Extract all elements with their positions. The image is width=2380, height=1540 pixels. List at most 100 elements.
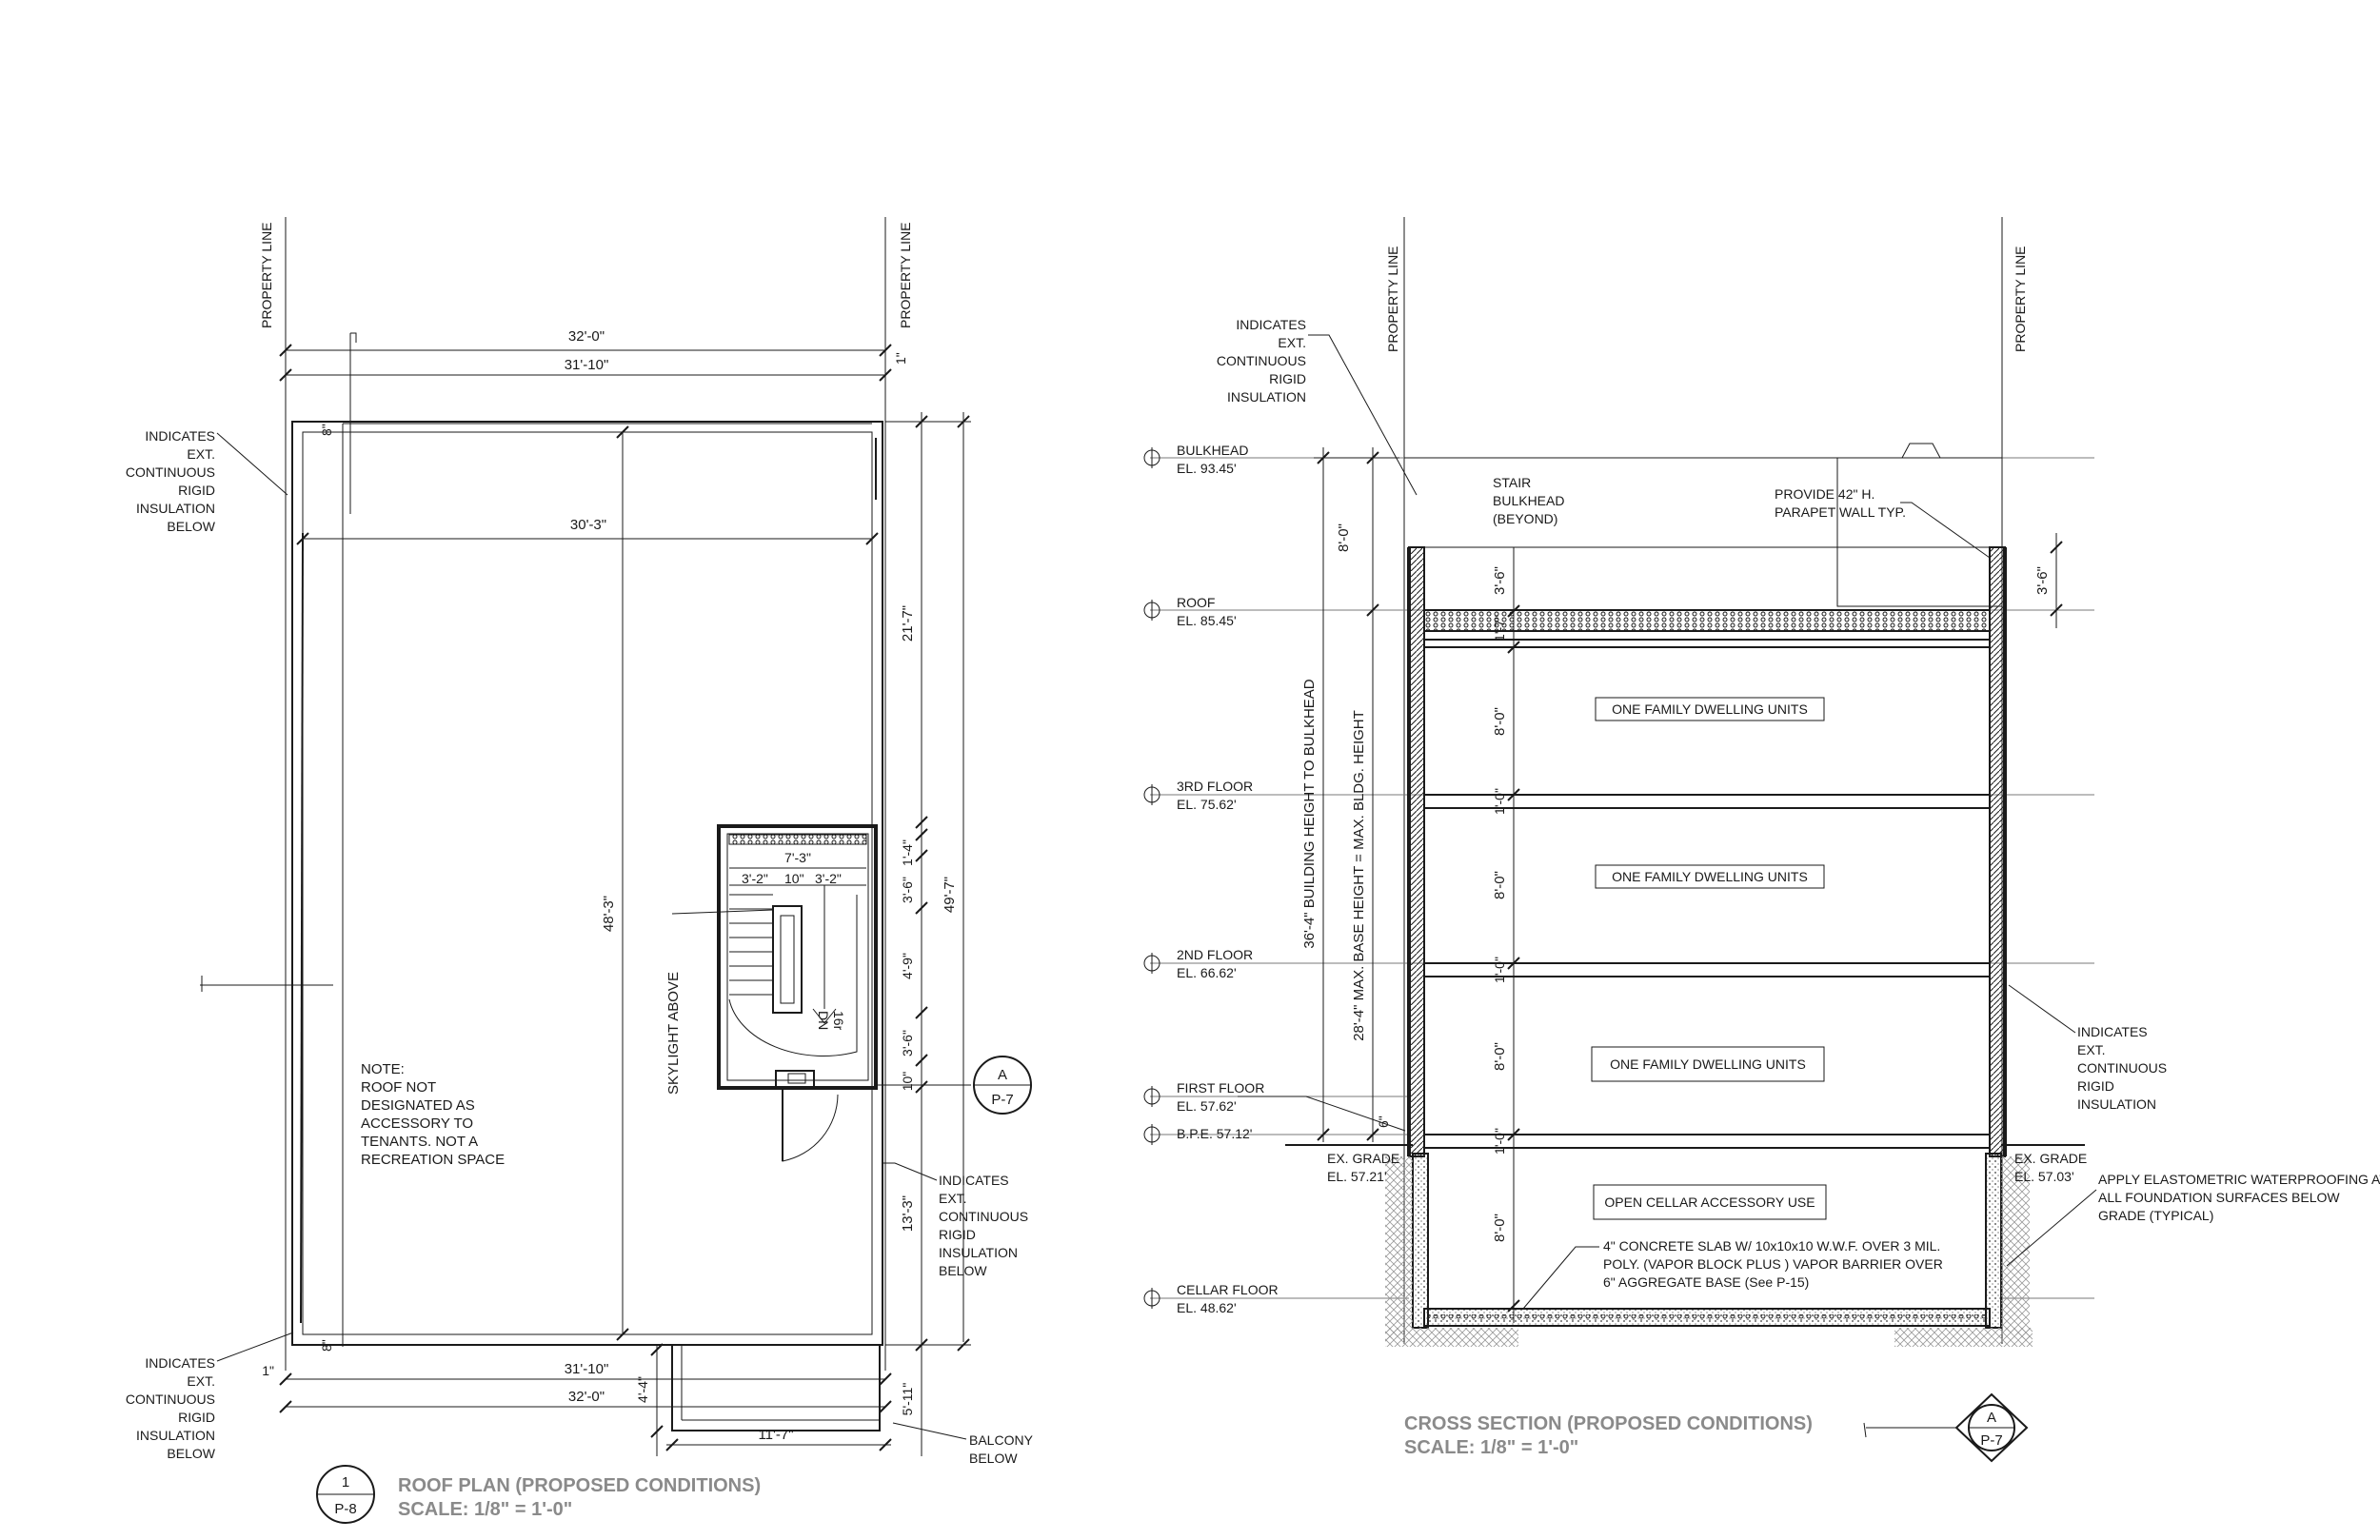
dim-base-height: 28'-4" MAX. BASE HEIGHT = MAX. BLDG. HEI… (1351, 710, 1367, 1041)
section-marker-letter: A (998, 1067, 1007, 1083)
dim-parapet-inner: 3'-6" (1492, 566, 1508, 595)
dim-balcony-width: 11'-7" (758, 1427, 793, 1443)
stair-h3-dim: 4'-9" (900, 953, 915, 979)
note-line: BULKHEAD (1493, 493, 1564, 508)
note-line: RIGID (2077, 1078, 2114, 1094)
room-label-2nd: ONE FAMILY DWELLING UNITS (1612, 869, 1808, 884)
balcony-label-2: BELOW (969, 1451, 1018, 1466)
cs-marker-sheet: P-7 (1980, 1432, 2002, 1449)
dim-parapet-outer: 3'-6" (2034, 566, 2051, 595)
dim-right-upper: 21'-7" (900, 605, 916, 642)
stair-treads (729, 894, 773, 996)
roof-plan: PROPERTY LINE PROPERTY LINE 32'-0" 31'-1… (126, 217, 1034, 1524)
cs-title-block: CROSS SECTION (PROPOSED CONDITIONS) SCAL… (1404, 1392, 2029, 1463)
level-markers: BULKHEAD EL. 93.45' ROOF EL. 85.45' 3RD … (1143, 443, 1279, 1315)
note-line: ALL FOUNDATION SURFACES BELOW (2098, 1190, 2340, 1205)
dim-small-1-left: 1" (262, 1363, 274, 1378)
stair-enclosure: 16r DN 7'-3" 3'-2" 10" 3'-2" (717, 824, 878, 1162)
note-line: INSULATION (1227, 389, 1306, 405)
roof-outline-outer (291, 421, 883, 1346)
stair-curve (728, 895, 858, 1056)
dim-mid-width: 30'-3" (570, 517, 606, 533)
insulation-note-bottom-left: INDICATES EXT. CONTINUOUS RIGID INSULATI… (126, 1332, 294, 1461)
waterproofing-note: APPLY ELASTOMETRIC WATERPROOFING AT ALL … (2006, 1172, 2380, 1267)
room-labels: ONE FAMILY DWELLING UNITS ONE FAMILY DWE… (1591, 697, 1827, 1220)
note-line: EXT. (187, 1373, 215, 1389)
roof-note: NOTE: ROOF NOT DESIGNATED AS ACCESSORY T… (361, 1061, 505, 1168)
balcony-label-1: BALCONY (969, 1432, 1034, 1448)
note-line: EXT. (2077, 1042, 2106, 1057)
stair-w1-dim: 3'-2" (742, 871, 768, 886)
note-line: INSULATION (136, 1428, 215, 1443)
note-line: INDICATES (1236, 317, 1306, 332)
section-marker-sheet: P-7 (991, 1092, 1013, 1108)
note-line: EXT. (187, 446, 215, 462)
height-dims: 8'-0" 36'-4" BUILDING HEIGHT TO BULKHEAD… (1301, 447, 1399, 1142)
cs-insulation-note-right: INDICATES EXT. CONTINUOUS RIGID INSULATI… (2008, 984, 2167, 1112)
stair-w3-dim: 3'-2" (815, 871, 842, 886)
building-walls (1407, 546, 2007, 1329)
title-marker-number: 1 (342, 1474, 349, 1491)
stair-h4-dim: 3'-6" (900, 1030, 915, 1056)
dim-cellar: 8'-0" (1492, 1214, 1508, 1242)
note-line: STAIR (1493, 475, 1531, 490)
insulation-note-right: INDICATES EXT. CONTINUOUS RIGID INSULATI… (883, 1162, 1028, 1278)
level-name: FIRST FLOOR (1177, 1080, 1264, 1096)
note-line: BELOW (167, 1446, 215, 1461)
stair-up-label: 16r (831, 1011, 846, 1031)
dim-roof-slab: 1'-7" (1492, 615, 1507, 642)
first-floor-leader (1238, 1096, 1406, 1132)
dim-bulkhead: 8'-0" (1336, 523, 1352, 552)
dim-small-8-bottom: 8" (319, 1339, 334, 1352)
note-line: INSULATION (136, 501, 215, 516)
note-line: 6" AGGREGATE BASE (See P-15) (1603, 1274, 1809, 1290)
dim-top-outer: 32'-0" (568, 328, 605, 345)
dim-depth: 48'-3" (601, 896, 617, 932)
cross-section-title: CROSS SECTION (PROPOSED CONDITIONS) (1404, 1413, 1813, 1434)
note-line: GRADE (TYPICAL) (2098, 1208, 2213, 1223)
bulkhead-outline (1404, 443, 2003, 607)
note-line: RIGID (1269, 371, 1306, 386)
stair-h5-dim: 10" (900, 1072, 915, 1092)
dim-slab-2: 1'-0" (1492, 957, 1507, 983)
section-marker-roof: A P-7 (876, 1056, 1032, 1115)
note-line: POLY. (VAPOR BLOCK PLUS ) VAPOR BARRIER … (1603, 1256, 1943, 1272)
dim-floor-1: 8'-0" (1492, 1042, 1508, 1071)
roof-plan-title-block: 1 P-8 ROOF PLAN (PROPOSED CONDITIONS) SC… (316, 1465, 761, 1524)
level-name: CELLAR FLOOR (1177, 1282, 1279, 1297)
level-el: EL. 48.62' (1177, 1300, 1237, 1315)
property-line-label-right: PROPERTY LINE (898, 222, 913, 328)
grade-left-1: EX. GRADE (1327, 1151, 1399, 1166)
note-line: INSULATION (939, 1245, 1018, 1260)
level-name: BULKHEAD (1177, 443, 1248, 458)
roof-note-line: RECREATION SPACE (361, 1152, 505, 1168)
grade-and-soil: EX. GRADE EL. 57.21' EX. GRADE EL. 57.03… (1285, 1144, 2087, 1347)
cs-marker-letter: A (1987, 1410, 1996, 1426)
room-label-3rd: ONE FAMILY DWELLING UNITS (1612, 701, 1808, 717)
stair-h1-dim: 1'-4" (900, 839, 915, 866)
note-line: (BEYOND) (1493, 511, 1557, 526)
dim-floor-3: 8'-0" (1492, 707, 1508, 736)
roof-plan-title: ROOF PLAN (PROPOSED CONDITIONS) (398, 1475, 761, 1496)
dim-bottom-inner: 31'-10" (565, 1361, 609, 1377)
grade-left-2: EL. 57.21' (1327, 1169, 1387, 1184)
skylight-leader (671, 909, 774, 915)
note-line: INDICATES (939, 1173, 1009, 1188)
roof-structure (1423, 609, 1991, 648)
roof-note-line: ACCESSORY TO (361, 1116, 473, 1132)
dim-right-total: 49'-7" (942, 877, 958, 913)
cross-section-scale: SCALE: 1/8" = 1'-0" (1404, 1437, 1578, 1458)
note-line: CONTINUOUS (939, 1209, 1028, 1224)
level-name: 3RD FLOOR (1177, 779, 1253, 794)
level-el: EL. 57.62' (1177, 1098, 1237, 1114)
datum-mark (200, 976, 333, 992)
stair-h2-dim: 3'-6" (900, 877, 915, 903)
note-line: EXT. (1278, 335, 1306, 350)
dim-balcony-depth: 4'-4" (635, 1376, 650, 1403)
note-line: INDICATES (145, 1355, 215, 1371)
stair-well (772, 905, 803, 1014)
room-label-1st: ONE FAMILY DWELLING UNITS (1610, 1056, 1806, 1072)
note-line: CONTINUOUS (126, 464, 215, 480)
level-el: EL. 66.62' (1177, 965, 1237, 980)
